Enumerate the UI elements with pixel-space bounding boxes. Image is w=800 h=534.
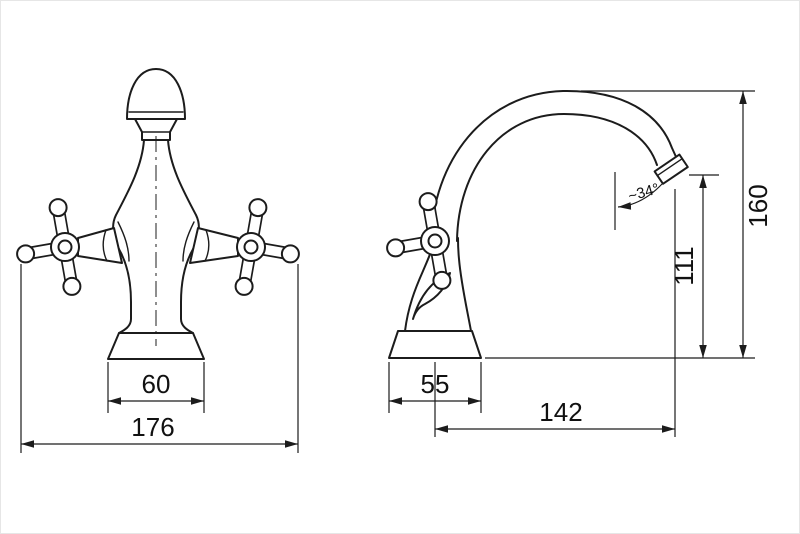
spout-outer-curve [430,89,678,244]
dimensions: 60 176 55 142 111 [20,90,773,453]
front-dome-cap [126,68,186,120]
left-handle-ball-bottom [62,276,82,296]
left-handle-ball-top [48,198,68,218]
dim-label-176: 176 [131,412,174,442]
left-handle-cone [77,227,123,264]
dim-label-160: 160 [743,184,773,227]
dim-overall-height: 160 [581,90,773,358]
front-body-detail-right [182,221,195,262]
angle-arc [617,183,663,210]
side-body-right-edge [457,237,472,332]
right-handle-ball-right [280,244,300,264]
side-base [388,330,482,359]
left-handle-ball-left [16,244,36,264]
right-handle-cone-arc [204,229,210,262]
side-handle [386,192,452,290]
left-handle-cone-arc [102,229,108,262]
side-handle-ball-top [418,192,438,212]
left-handle-hub-center [57,239,73,255]
right-handle-ball-top [248,198,268,218]
spout-nozzle [653,153,689,185]
right-handle-ball-bottom [234,276,254,296]
right-handle-hub-center [243,239,259,255]
front-view [16,68,300,360]
dim-label-142: 142 [539,397,582,427]
spout-inner-curve [456,113,658,242]
right-handle-cone [189,227,239,264]
dim-label-111: 111 [669,246,699,286]
dim-front-overall-width: 176 [20,264,299,453]
side-handle-hub-center [427,233,443,249]
dim-label-angle: ~34° [626,180,661,205]
front-left-handle [16,198,123,296]
front-body-detail-left [117,221,130,262]
dim-front-base-width: 60 [107,362,205,413]
angle-annotation: ~34° [614,172,663,230]
dim-spout-reach: 142 [434,189,676,437]
dim-label-60: 60 [142,369,171,399]
side-handle-ball-left [386,238,406,258]
side-handle-ball-bottom [432,270,452,290]
spout-nozzle-seam [656,158,683,177]
front-right-handle [189,198,300,296]
dim-outlet-height: 111 [485,174,755,359]
side-view [386,89,689,359]
